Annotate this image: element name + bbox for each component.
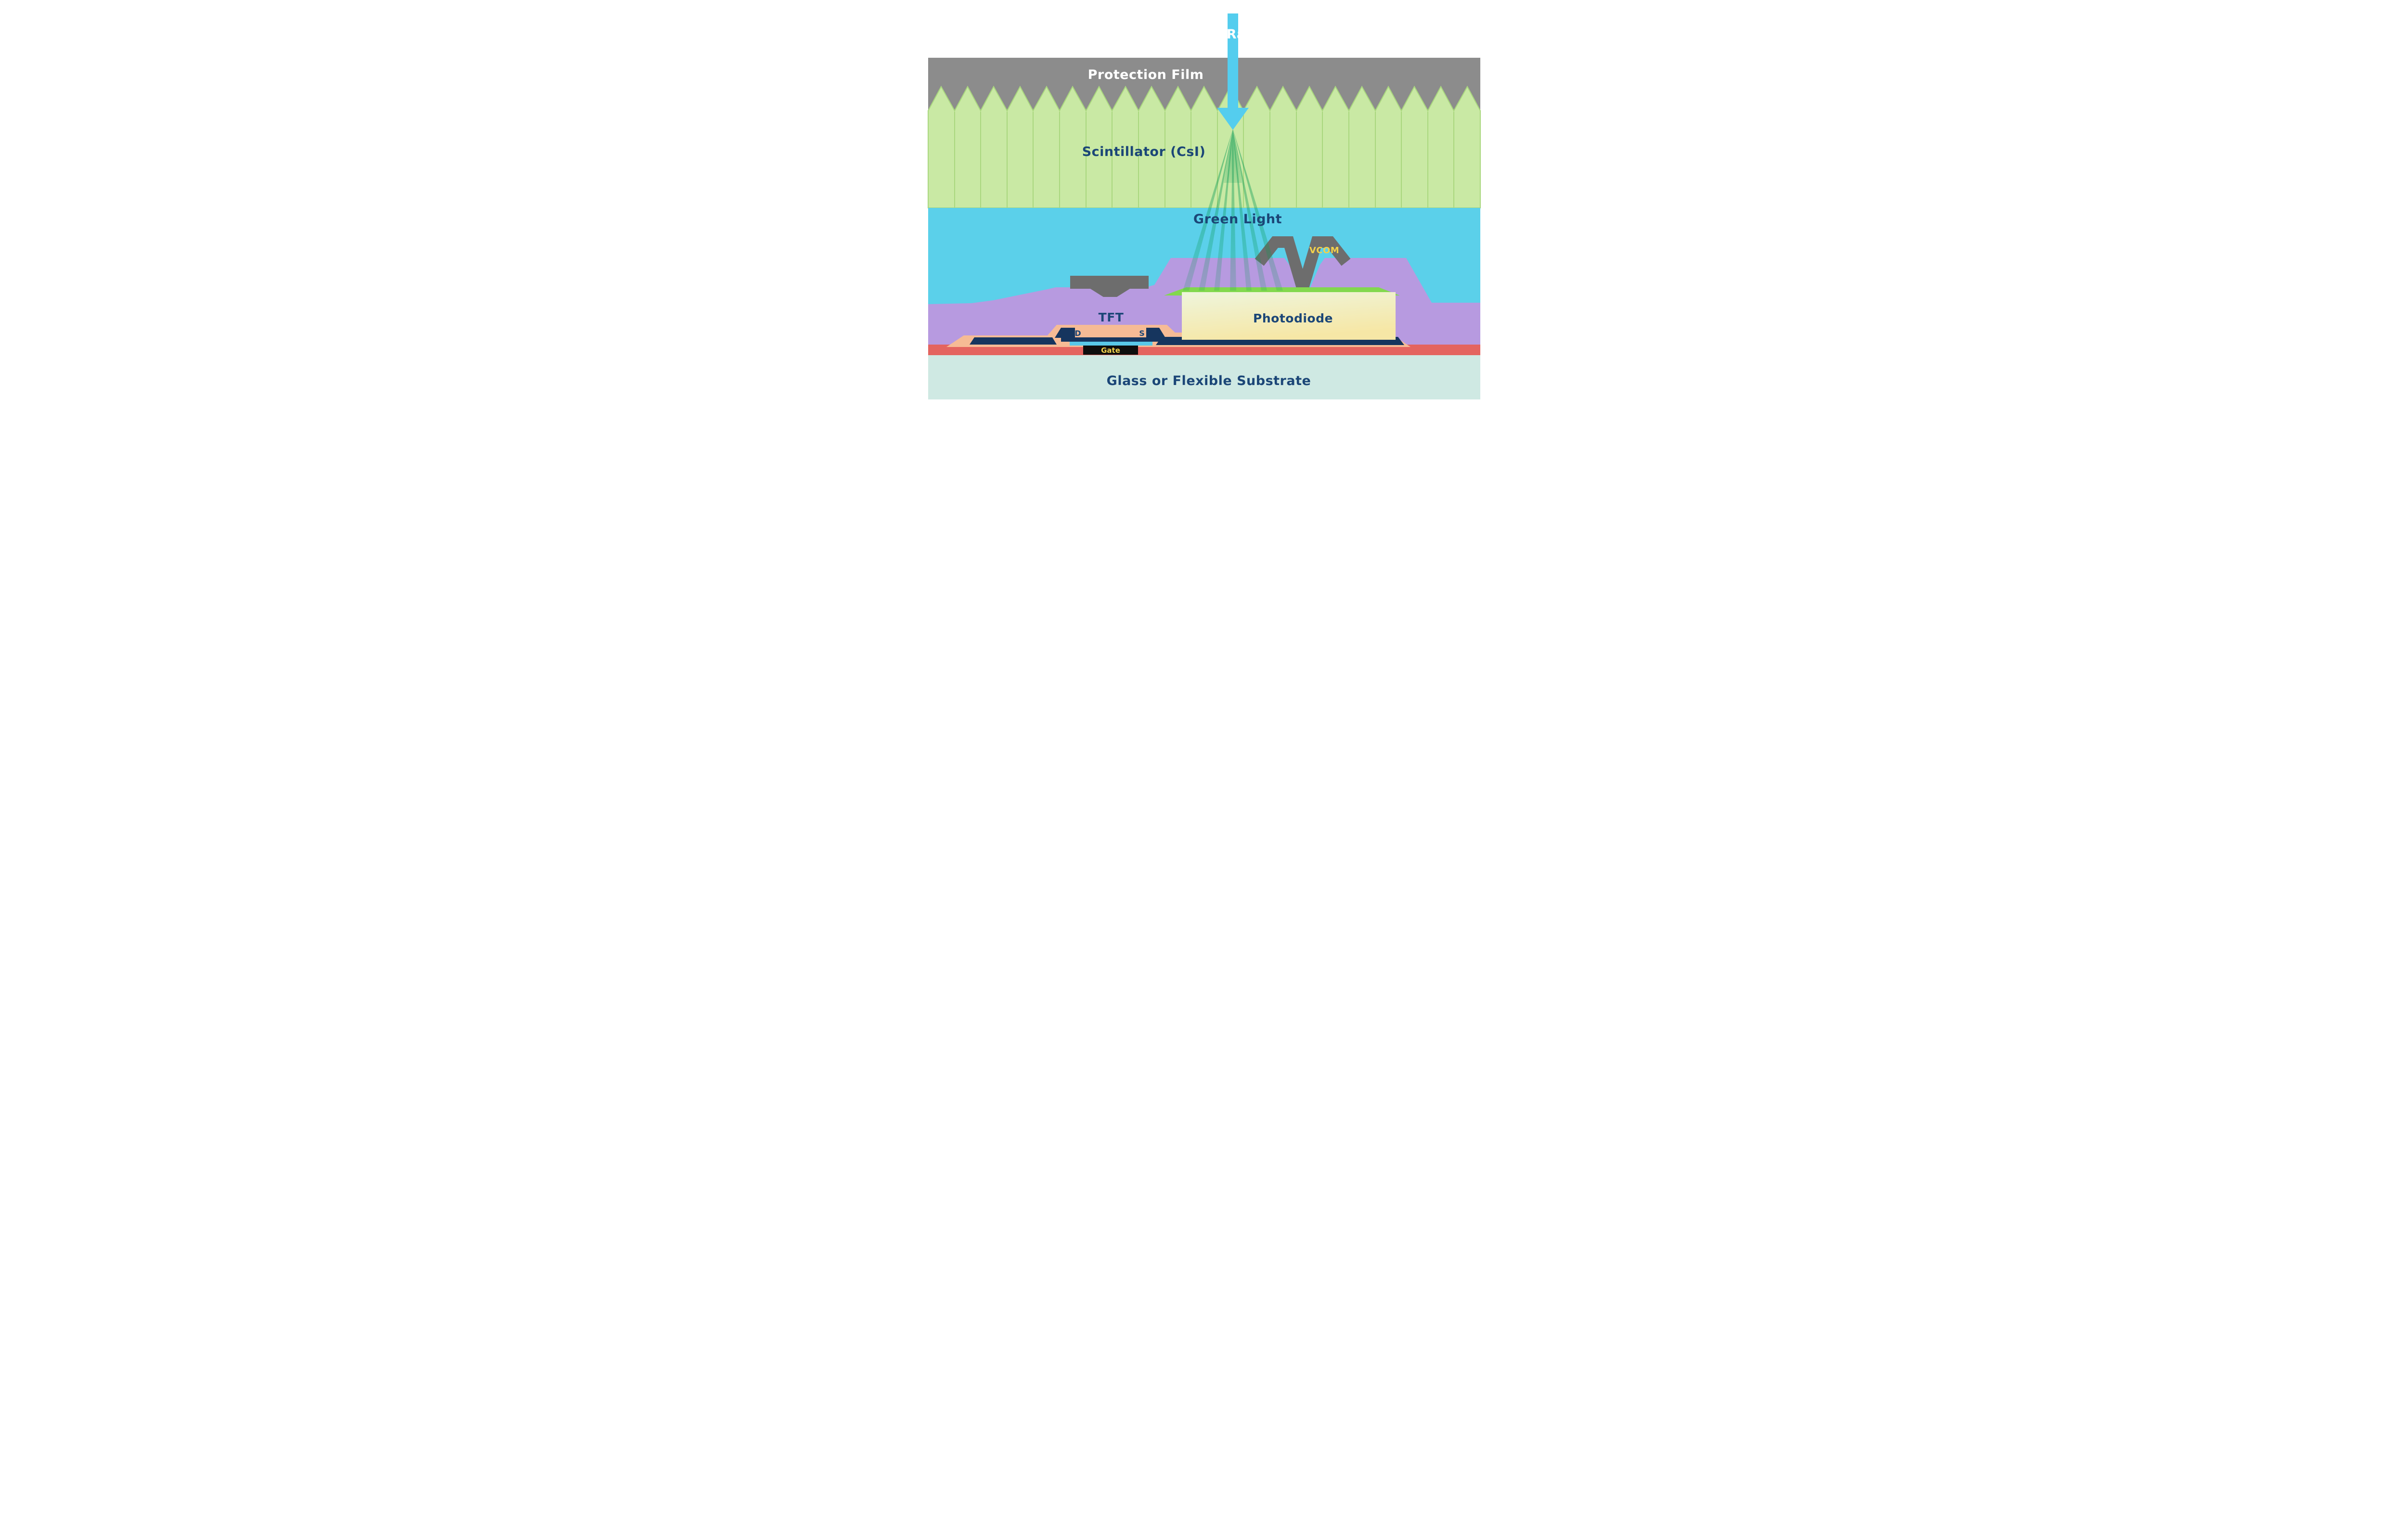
protection-film-label: Protection Film: [1087, 67, 1204, 82]
xray-label: X-Ray: [1211, 27, 1254, 42]
metal-rail-left: [969, 337, 1057, 345]
photodiode-label: Photodiode: [1253, 311, 1333, 325]
gate-label: Gate: [1101, 346, 1120, 355]
tft-drain-electrode: [1054, 328, 1075, 338]
tft-label: TFT: [1098, 310, 1124, 324]
tft-gate-electrode: [1083, 346, 1138, 355]
scintillator-layer: [927, 85, 1481, 208]
xray-arrowhead: [1216, 108, 1249, 130]
red-interlayer: [928, 345, 1480, 355]
xray-arrow: [1216, 13, 1249, 130]
xray-detector-diagram: X-Ray Protection Film Scintillator (CsI)…: [827, 0, 1580, 424]
scintillator-label: Scintillator (CsI): [1082, 144, 1205, 159]
substrate-label: Glass or Flexible Substrate: [1106, 373, 1311, 388]
vcom-label: VCOM: [1309, 245, 1339, 256]
tft-source-electrode: [1146, 328, 1165, 338]
substrate-layer: [928, 355, 1480, 399]
tft-semiconductor: [1069, 342, 1152, 346]
drain-label: D: [1074, 329, 1081, 338]
tft-channel-metal: [1061, 337, 1166, 342]
green-light-label: Green Light: [1193, 212, 1281, 227]
source-label: S: [1139, 329, 1145, 338]
photodiode-body: [1181, 292, 1396, 340]
green-light-rays: [1182, 129, 1283, 291]
scintillator-column-lines: [954, 112, 1454, 208]
diagram-canvas: X-Ray Protection Film Scintillator (CsI)…: [927, 13, 1481, 399]
bias-electrode: [1070, 276, 1149, 297]
